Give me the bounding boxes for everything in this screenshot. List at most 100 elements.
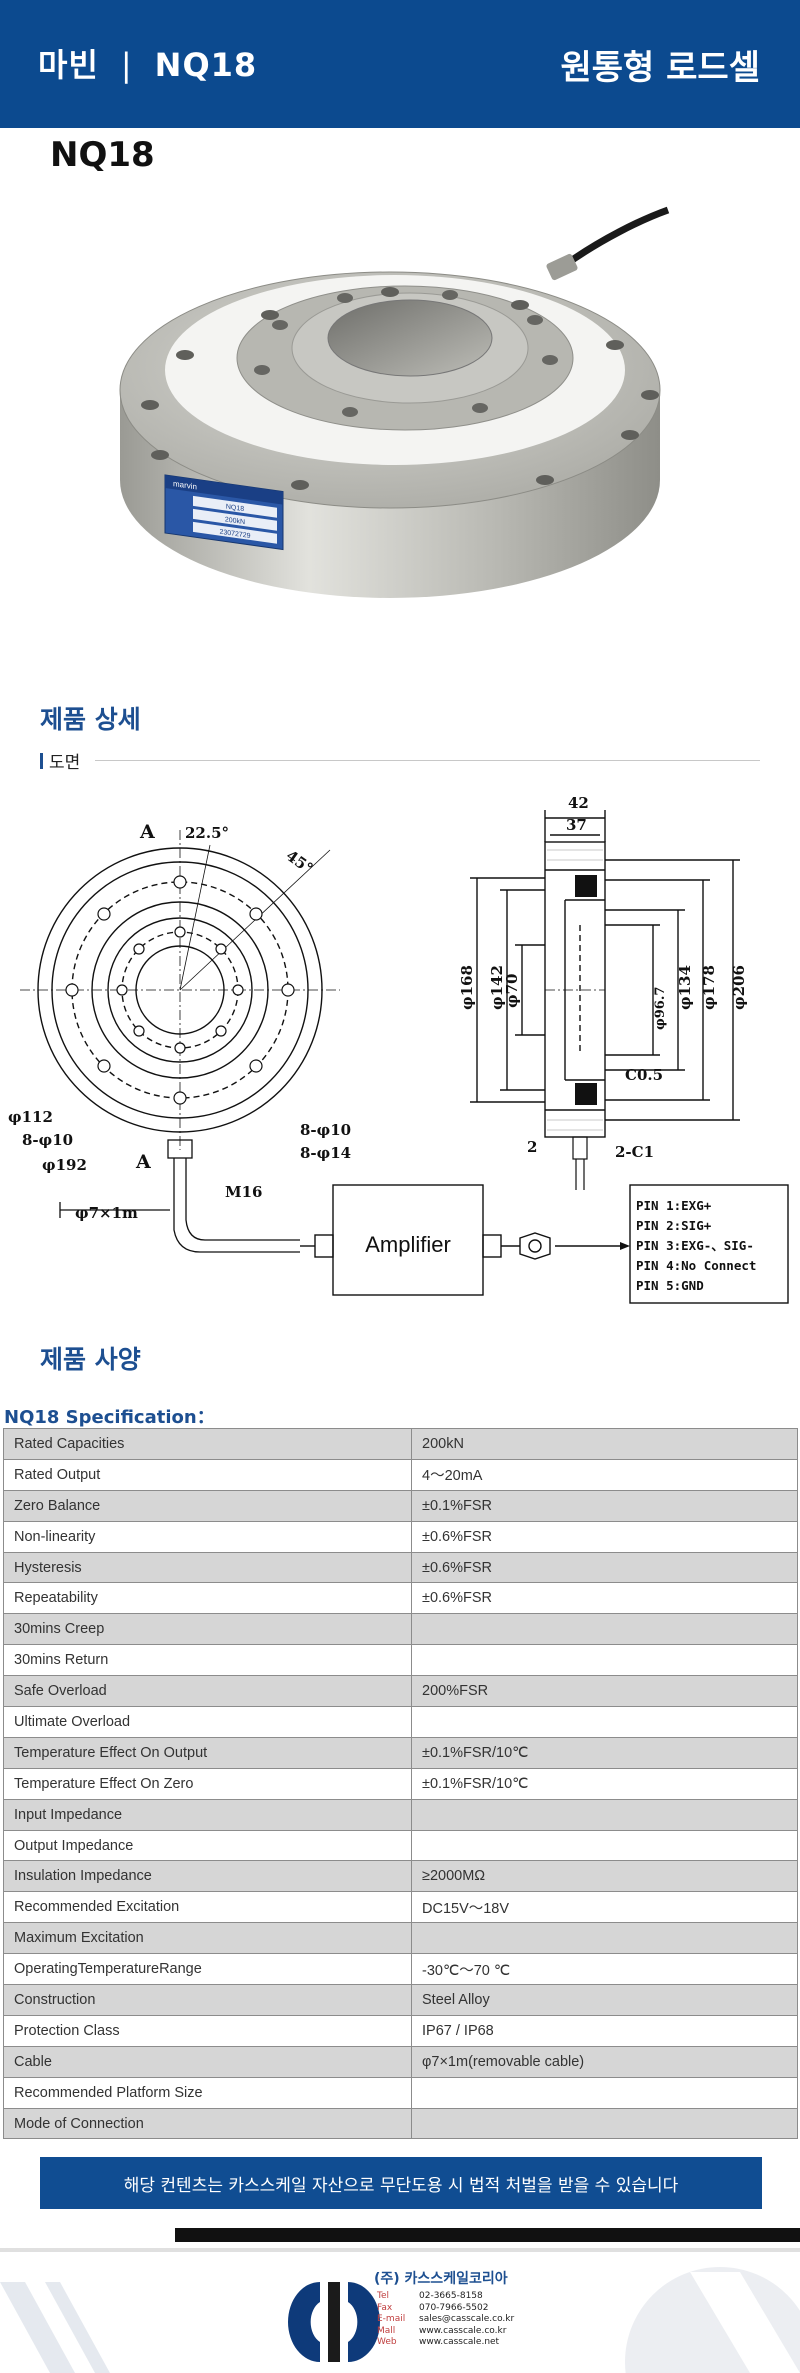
dim-phi178: φ178 bbox=[700, 965, 718, 1010]
brand-name: 마빈 bbox=[38, 46, 99, 84]
footer-graphics bbox=[0, 2267, 800, 2373]
dim-8-phi10-left: 8-φ10 bbox=[22, 1131, 73, 1149]
cable-gland bbox=[546, 253, 578, 281]
contact-value[interactable]: www.casscale.net bbox=[419, 2337, 500, 2347]
spec-row: Temperature Effect On Output±0.1%FSR/10℃ bbox=[3, 1736, 798, 1769]
pin-4: PIN 4:No Connect bbox=[636, 1258, 756, 1273]
footer-deco-right bbox=[625, 2267, 800, 2373]
spec-row: 30mins Return bbox=[3, 1644, 798, 1677]
pin-5: PIN 5:GND bbox=[636, 1278, 704, 1293]
spec-row: Non-linearity±0.6%FSR bbox=[3, 1520, 798, 1553]
spec-value bbox=[411, 1798, 798, 1831]
spec-row: Input Impedance bbox=[3, 1798, 798, 1831]
spec-name: Hysteresis bbox=[3, 1551, 412, 1584]
dim-phi112: φ112 bbox=[8, 1108, 53, 1126]
spec-row: Hysteresis±0.6%FSR bbox=[3, 1551, 798, 1584]
spec-table-title: NQ18 Specification： bbox=[4, 1407, 215, 1428]
spec-name: Input Impedance bbox=[3, 1798, 412, 1831]
contact-label: Web bbox=[377, 2337, 397, 2347]
angle-label-1: 22.5° bbox=[185, 824, 229, 842]
spec-name: Insulation Impedance bbox=[3, 1860, 412, 1893]
spec-name: Non-linearity bbox=[3, 1520, 412, 1553]
spec-name: Recommended Excitation bbox=[3, 1891, 412, 1924]
spec-row: Output Impedance bbox=[3, 1829, 798, 1862]
spec-value: φ7×1m(removable cable) bbox=[411, 2045, 798, 2078]
divider bbox=[95, 760, 760, 761]
dim-c0-5: C0.5 bbox=[625, 1066, 663, 1084]
spec-name: Ultimate Overload bbox=[3, 1706, 412, 1738]
label-serial: 23072729 bbox=[219, 529, 250, 540]
inner-bolt-holes bbox=[254, 290, 558, 417]
spec-value: ≥2000MΩ bbox=[411, 1860, 798, 1893]
spec-name: Output Impedance bbox=[3, 1829, 412, 1862]
spec-name: Protection Class bbox=[3, 2014, 412, 2047]
copyright-notice: 해당 컨텐츠는 카스스케일 자산으로 무단도용 시 법적 처벌을 받을 수 있습… bbox=[40, 2157, 762, 2209]
spec-name: Cable bbox=[3, 2045, 412, 2078]
dim-8-phi10-right: 8-φ10 bbox=[300, 1121, 351, 1139]
dim-8-phi14: 8-φ14 bbox=[300, 1144, 351, 1162]
label-brand: marvin bbox=[173, 479, 197, 491]
spec-value: ±0.6%FSR bbox=[411, 1582, 798, 1615]
spec-value bbox=[411, 1829, 798, 1862]
dim-cable: φ7×1m bbox=[75, 1204, 138, 1222]
spec-value bbox=[411, 1706, 798, 1738]
spec-value: 200kN bbox=[411, 1428, 798, 1460]
spec-name: Maximum Excitation bbox=[3, 1922, 412, 1955]
drawing-label: 도면 bbox=[40, 748, 80, 773]
model-title: NQ18 bbox=[50, 135, 155, 175]
spec-name: Safe Overload bbox=[3, 1675, 412, 1708]
section-marker-bottom: A bbox=[135, 1151, 151, 1173]
pin-3: PIN 3:EXG-、SIG- bbox=[636, 1238, 754, 1253]
contact-label: Mall bbox=[377, 2325, 396, 2336]
spec-row: Insulation Impedance≥2000MΩ bbox=[3, 1860, 798, 1893]
spec-value bbox=[411, 2076, 798, 2109]
spec-section-title: 제품 사양 bbox=[40, 1345, 141, 1374]
spec-row: OperatingTemperatureRange -30℃～70 ℃ bbox=[3, 1953, 798, 1986]
contact-value: 02-3665-8158 bbox=[419, 2291, 483, 2301]
spec-name: Zero Balance bbox=[3, 1489, 412, 1522]
dim-2: 2 bbox=[527, 1138, 537, 1156]
contact-label: E-mail bbox=[377, 2314, 406, 2324]
footer-black-bar bbox=[175, 2228, 800, 2242]
contact-value[interactable]: www.casscale.co.kr bbox=[419, 2325, 507, 2336]
spec-value: DC15V～18V bbox=[411, 1891, 798, 1924]
spec-name: Rated Output bbox=[3, 1458, 412, 1491]
spec-value: 4～20mA bbox=[411, 1458, 798, 1491]
cable bbox=[562, 206, 670, 268]
header-model: NQ18 bbox=[154, 46, 258, 84]
dim-phi96-7: φ96.7 bbox=[653, 987, 668, 1030]
spec-name: Recommended Platform Size bbox=[3, 2076, 412, 2109]
spec-row: Temperature Effect On Zero±0.1%FSR/10℃ bbox=[3, 1767, 798, 1800]
spec-value: ±0.1%FSR bbox=[411, 1489, 798, 1522]
spec-name: Mode of Connection bbox=[3, 2107, 412, 2140]
spec-name: OperatingTemperatureRange bbox=[3, 1953, 412, 1986]
label-capacity: 200kN bbox=[225, 516, 245, 526]
footer-grey-line bbox=[0, 2248, 800, 2252]
drawing-label-text: 도면 bbox=[49, 753, 81, 773]
spec-row: Maximum Excitation bbox=[3, 1922, 798, 1955]
contact-label: Fax bbox=[377, 2302, 393, 2313]
spec-name: Rated Capacities bbox=[3, 1428, 412, 1460]
contact-row: E-mail sales@casscale.co.kr bbox=[377, 2314, 514, 2326]
spec-name: 30mins Creep bbox=[3, 1613, 412, 1646]
dim-37: 37 bbox=[566, 816, 587, 834]
spec-value bbox=[411, 2107, 798, 2140]
spec-value: ±0.6%FSR bbox=[411, 1551, 798, 1584]
contact-value[interactable]: sales@casscale.co.kr bbox=[419, 2314, 515, 2324]
footer-deco-left bbox=[0, 2282, 110, 2373]
dim-phi134: φ134 bbox=[676, 965, 694, 1010]
contact-label: Tel bbox=[377, 2291, 390, 2301]
spec-row: Mode of Connection bbox=[3, 2107, 798, 2140]
spec-row: Repeatability±0.6%FSR bbox=[3, 1582, 798, 1615]
section-marker-top: A bbox=[139, 821, 155, 843]
product-photo: marvin NQ18 200kN 23072729 bbox=[119, 206, 670, 598]
dim-phi168: φ168 bbox=[458, 965, 476, 1010]
contact-row: Mall www.casscale.co.kr bbox=[377, 2326, 514, 2338]
spec-name: 30mins Return bbox=[3, 1644, 412, 1677]
